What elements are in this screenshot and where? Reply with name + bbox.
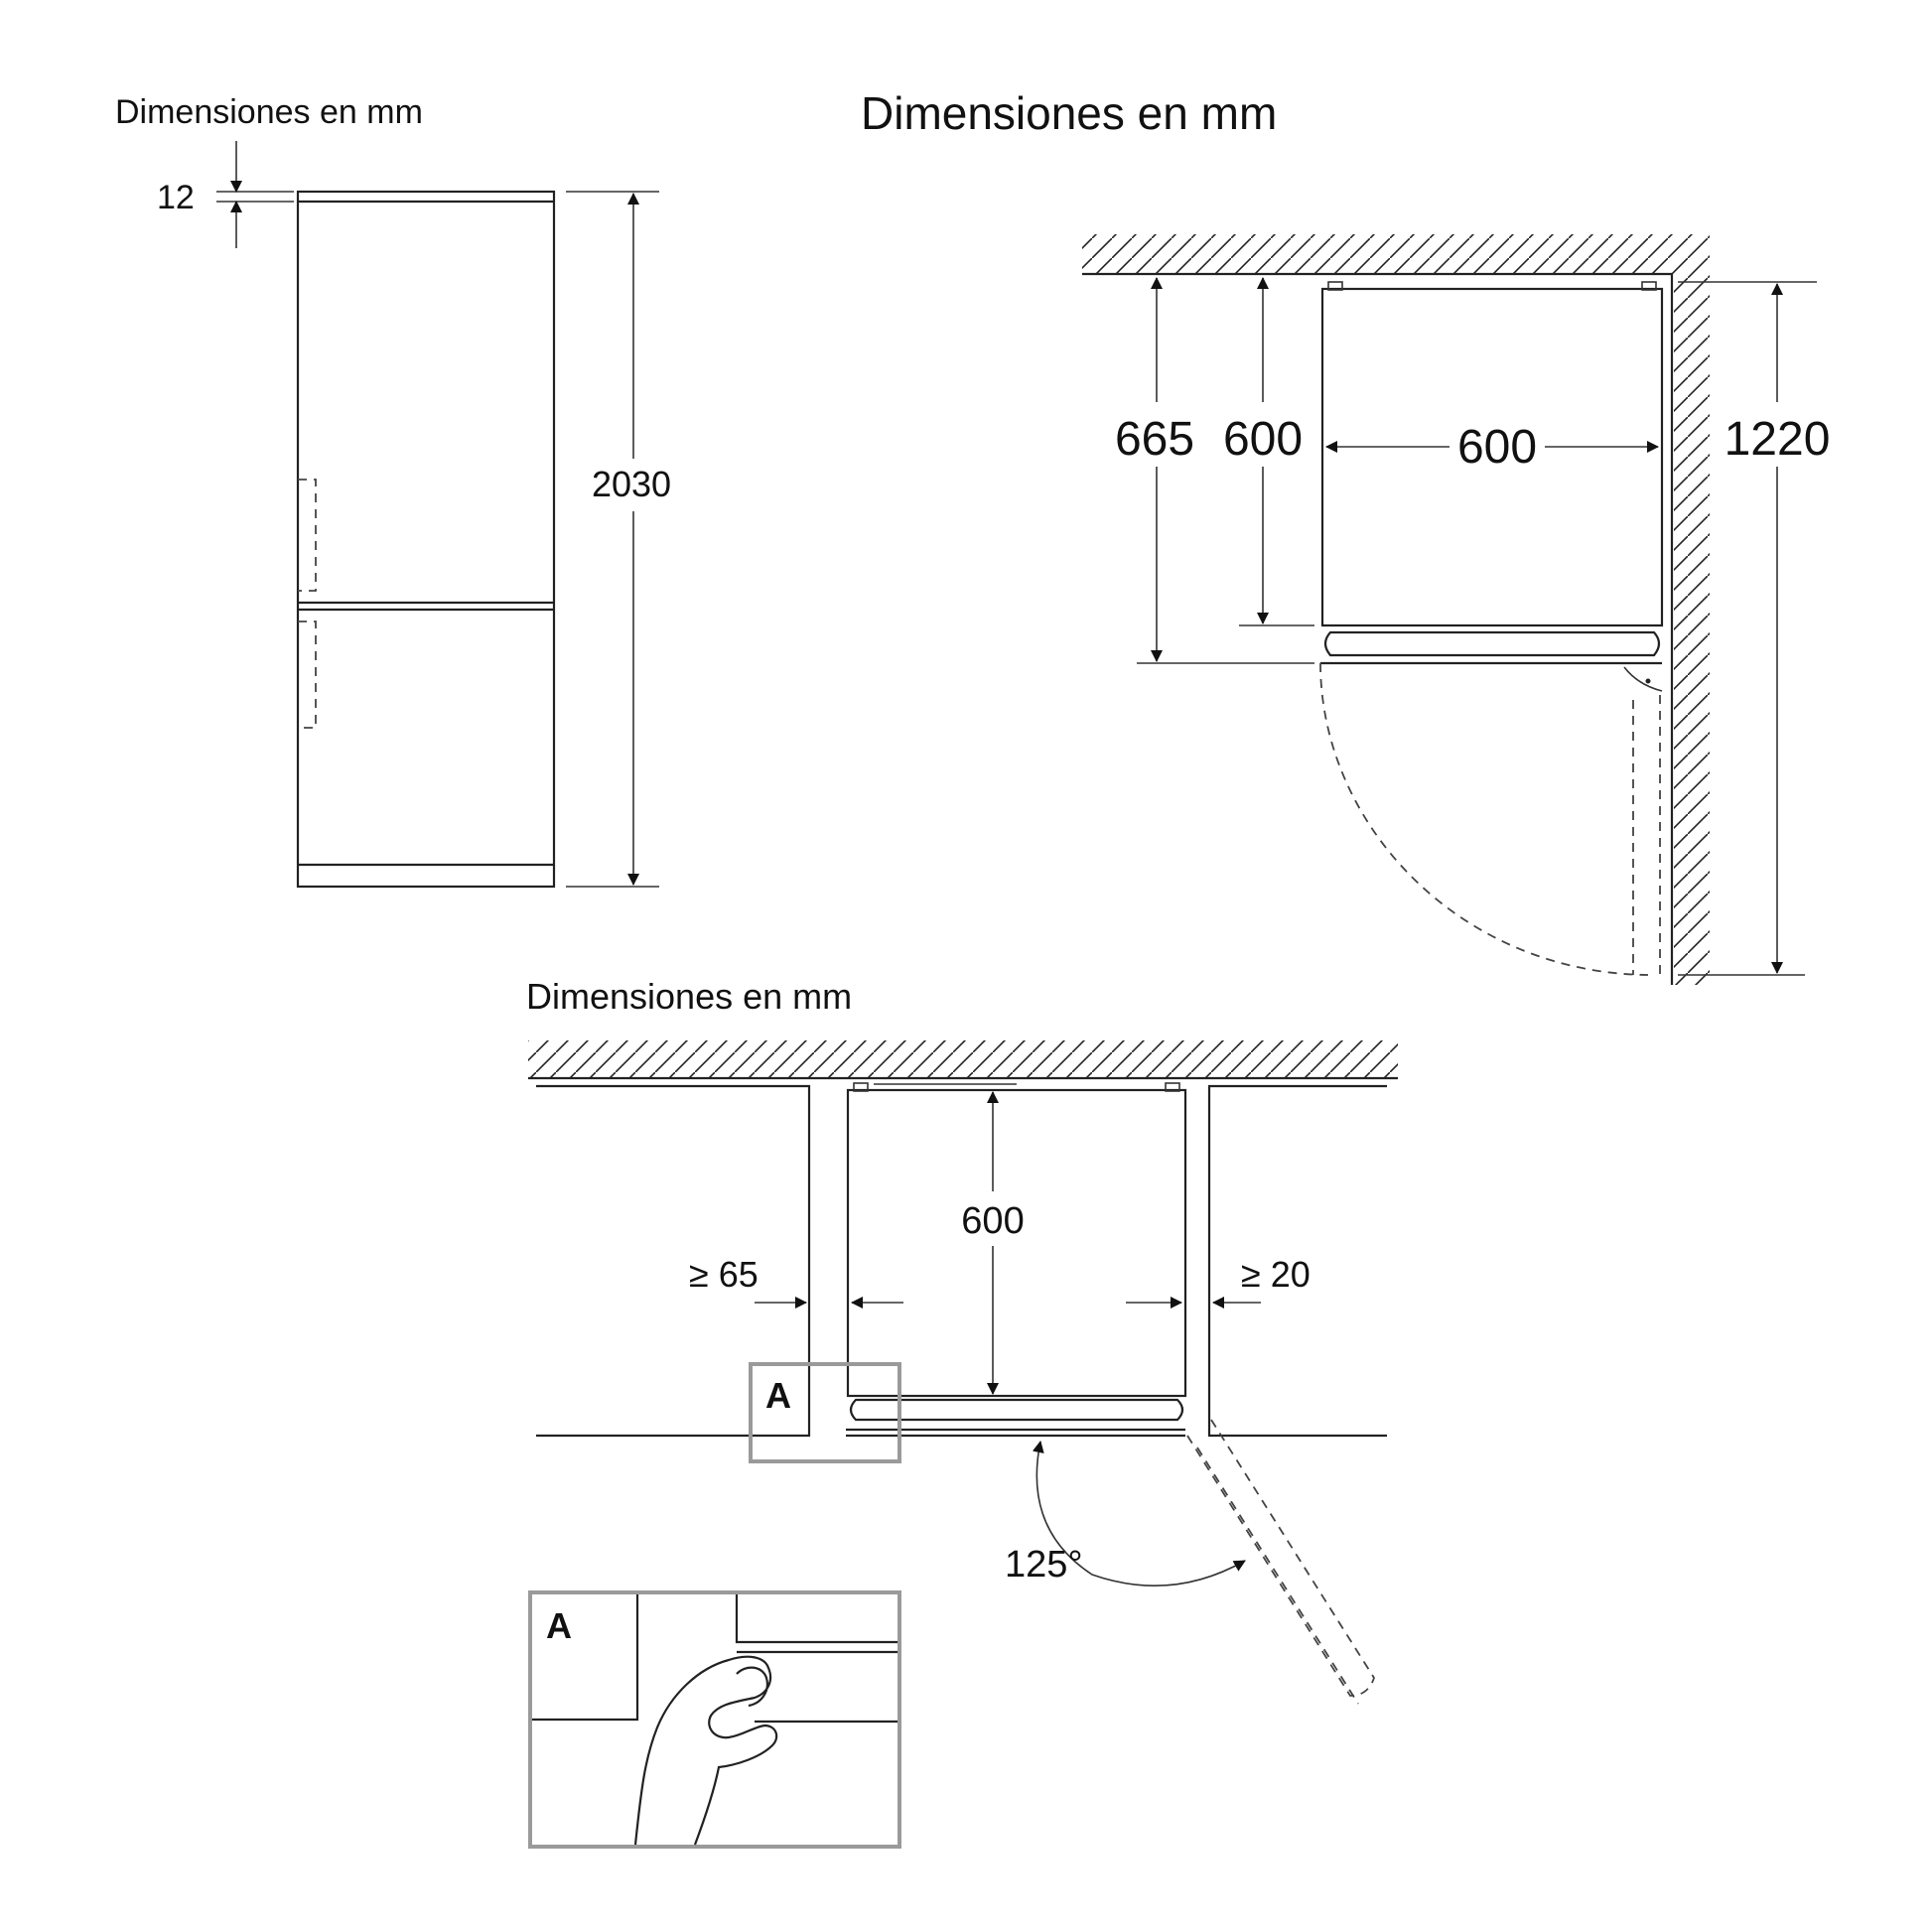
upper-handle-outline bbox=[298, 479, 317, 592]
dim-665-label: 665 bbox=[1115, 413, 1194, 466]
front-view: Dimensiones en mm 12 2030 bbox=[115, 93, 671, 889]
door-slab bbox=[1323, 630, 1661, 657]
angle-arc bbox=[1032, 1441, 1246, 1587]
niche-spacer-left bbox=[853, 1082, 869, 1092]
fridge-body bbox=[296, 190, 556, 889]
hinge-dot bbox=[1645, 678, 1651, 684]
angle-label: 125° bbox=[1005, 1544, 1083, 1586]
niche-view-heading: Dimensiones en mm bbox=[526, 976, 852, 1017]
detail-a-label: A bbox=[765, 1375, 791, 1416]
spacer-right bbox=[1641, 281, 1657, 291]
inset-hand-thumb bbox=[736, 1666, 768, 1708]
wall-corner-edge bbox=[1082, 272, 1674, 985]
inset-a-frame bbox=[528, 1590, 901, 1849]
dim-12-label: 12 bbox=[157, 179, 195, 216]
left-cabinet bbox=[536, 1084, 811, 1438]
niche-door-slab bbox=[849, 1398, 1184, 1422]
side-wall-hatch bbox=[1674, 274, 1710, 985]
niche-top-view: Dimensiones en mm 600 ≥ 65 ≥ 20 125° bbox=[526, 976, 1398, 1849]
front-view-heading: Dimensiones en mm bbox=[115, 93, 423, 131]
lower-handle-outline bbox=[298, 621, 317, 729]
door-swing-arc bbox=[1319, 662, 1649, 976]
hinge-mark bbox=[1623, 666, 1663, 692]
dim-600-width-label: 600 bbox=[1457, 421, 1537, 474]
fridge-body-niche bbox=[846, 1088, 1187, 1398]
inset-a-label: A bbox=[546, 1605, 572, 1646]
niche-spacer-right bbox=[1165, 1082, 1180, 1092]
back-wall-hatch bbox=[1082, 234, 1710, 274]
detail-a-frame bbox=[749, 1362, 901, 1463]
dim-2030-label: 2030 bbox=[592, 464, 671, 504]
dim-1220-label: 1220 bbox=[1725, 413, 1831, 466]
corner-view-heading: Dimensiones en mm bbox=[861, 87, 1277, 139]
niche-dim-600-label: 600 bbox=[961, 1200, 1024, 1242]
right-cabinet bbox=[1207, 1084, 1387, 1438]
fridge-body-top bbox=[1320, 287, 1664, 627]
inset-cabinet-edge bbox=[532, 1594, 639, 1722]
corner-top-view: Dimensiones en mm 665 600 600 bbox=[861, 87, 1830, 985]
niche-back-wall-hatch bbox=[528, 1040, 1398, 1078]
open-door-inner bbox=[1196, 1447, 1359, 1705]
inset-door-top bbox=[735, 1594, 897, 1644]
dim-600-depth-label: 600 bbox=[1223, 413, 1303, 466]
gap-left-label: ≥ 65 bbox=[689, 1254, 759, 1295]
open-door-outline bbox=[1186, 1419, 1375, 1697]
spacer-left bbox=[1327, 281, 1343, 291]
inset-hand bbox=[633, 1655, 778, 1846]
gap-right-label: ≥ 20 bbox=[1241, 1254, 1311, 1295]
